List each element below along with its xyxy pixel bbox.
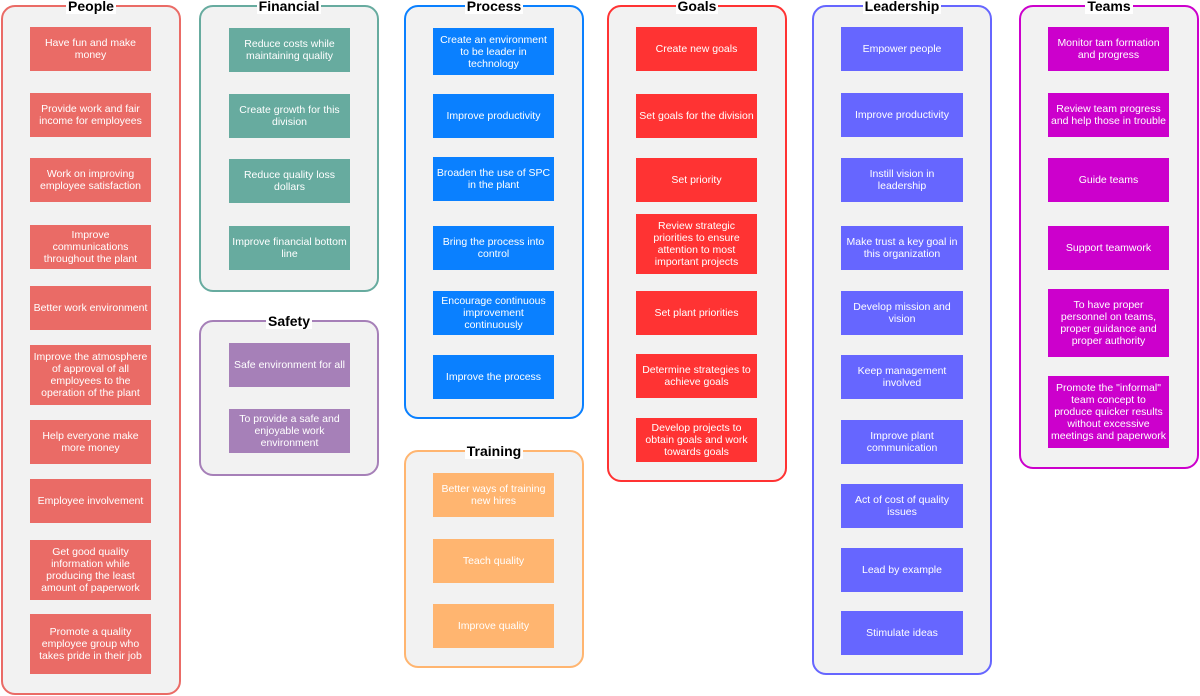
card-teams-5[interactable]: To have proper personnel on teams, prope…: [1048, 289, 1169, 357]
card-people-1[interactable]: Have fun and make money: [30, 27, 151, 71]
card-leadership-10[interactable]: Stimulate ideas: [841, 611, 963, 655]
card-people-3[interactable]: Work on improving employee satisfaction: [30, 158, 151, 202]
card-process-3[interactable]: Broaden the use of SPC in the plant: [433, 157, 554, 201]
group-title-label: Leadership: [862, 0, 942, 14]
card-people-10[interactable]: Promote a quality employee group who tak…: [30, 614, 151, 674]
card-teams-2[interactable]: Review team progress and help those in t…: [1048, 93, 1169, 137]
group-title-safety: Safety: [201, 313, 377, 331]
card-safety-2[interactable]: To provide a safe and enjoyable work env…: [229, 409, 350, 453]
card-people-2[interactable]: Provide work and fair income for employe…: [30, 93, 151, 137]
group-title-label: Financial: [256, 0, 322, 14]
card-financial-1[interactable]: Reduce costs while maintaining quality: [229, 28, 350, 72]
card-financial-3[interactable]: Reduce quality loss dollars: [229, 159, 350, 203]
group-title-label: People: [66, 0, 116, 14]
card-financial-4[interactable]: Improve financial bottom line: [229, 226, 350, 270]
group-title-financial: Financial: [201, 0, 377, 16]
card-goals-4[interactable]: Review strategic priorities to ensure at…: [636, 214, 757, 274]
group-title-label: Goals: [675, 0, 719, 14]
group-title-process: Process: [406, 0, 582, 16]
card-teams-4[interactable]: Support teamwork: [1048, 226, 1169, 270]
card-leadership-6[interactable]: Keep management involved: [841, 355, 963, 399]
card-people-5[interactable]: Better work environment: [30, 286, 151, 330]
group-title-label: Teams: [1085, 0, 1133, 14]
group-title-training: Training: [406, 443, 582, 461]
card-safety-1[interactable]: Safe environment for all: [229, 343, 350, 387]
card-people-4[interactable]: Improve communications throughout the pl…: [30, 225, 151, 269]
card-process-2[interactable]: Improve productivity: [433, 94, 554, 138]
card-leadership-4[interactable]: Make trust a key goal in this organizati…: [841, 226, 963, 270]
card-goals-1[interactable]: Create new goals: [636, 27, 757, 71]
group-title-leadership: Leadership: [814, 0, 990, 16]
card-training-1[interactable]: Better ways of training new hires: [433, 473, 554, 517]
card-process-1[interactable]: Create an environment to be leader in te…: [433, 28, 554, 75]
card-goals-5[interactable]: Set plant priorities: [636, 291, 757, 335]
group-title-goals: Goals: [609, 0, 785, 16]
group-title-teams: Teams: [1021, 0, 1197, 16]
card-leadership-7[interactable]: Improve plant communication: [841, 420, 963, 464]
card-process-5[interactable]: Encourage continuous improvement continu…: [433, 291, 554, 335]
card-goals-2[interactable]: Set goals for the division: [636, 94, 757, 138]
card-goals-7[interactable]: Develop projects to obtain goals and wor…: [636, 418, 757, 462]
card-leadership-3[interactable]: Instill vision in leadership: [841, 158, 963, 202]
card-training-2[interactable]: Teach quality: [433, 539, 554, 583]
card-goals-6[interactable]: Determine strategies to achieve goals: [636, 354, 757, 398]
card-leadership-1[interactable]: Empower people: [841, 27, 963, 71]
card-leadership-5[interactable]: Develop mission and vision: [841, 291, 963, 335]
card-people-7[interactable]: Help everyone make more money: [30, 420, 151, 464]
group-title-label: Safety: [265, 313, 313, 329]
card-people-9[interactable]: Get good quality information while produ…: [30, 540, 151, 600]
card-financial-2[interactable]: Create growth for this division: [229, 94, 350, 138]
card-people-6[interactable]: Improve the atmosphere of approval of al…: [30, 345, 151, 405]
card-leadership-9[interactable]: Lead by example: [841, 548, 963, 592]
group-title-label: Process: [464, 0, 524, 14]
card-goals-3[interactable]: Set priority: [636, 158, 757, 202]
card-teams-6[interactable]: Promote the "informal" team concept to p…: [1048, 376, 1169, 448]
group-title-label: Training: [464, 443, 524, 459]
card-process-4[interactable]: Bring the process into control: [433, 226, 554, 270]
card-process-6[interactable]: Improve the process: [433, 355, 554, 399]
card-leadership-2[interactable]: Improve productivity: [841, 93, 963, 137]
card-teams-3[interactable]: Guide teams: [1048, 158, 1169, 202]
card-people-8[interactable]: Employee involvement: [30, 479, 151, 523]
group-title-people: People: [3, 0, 179, 16]
card-teams-1[interactable]: Monitor tam formation and progress: [1048, 27, 1169, 71]
card-training-3[interactable]: Improve quality: [433, 604, 554, 648]
card-leadership-8[interactable]: Act of cost of quality issues: [841, 484, 963, 528]
